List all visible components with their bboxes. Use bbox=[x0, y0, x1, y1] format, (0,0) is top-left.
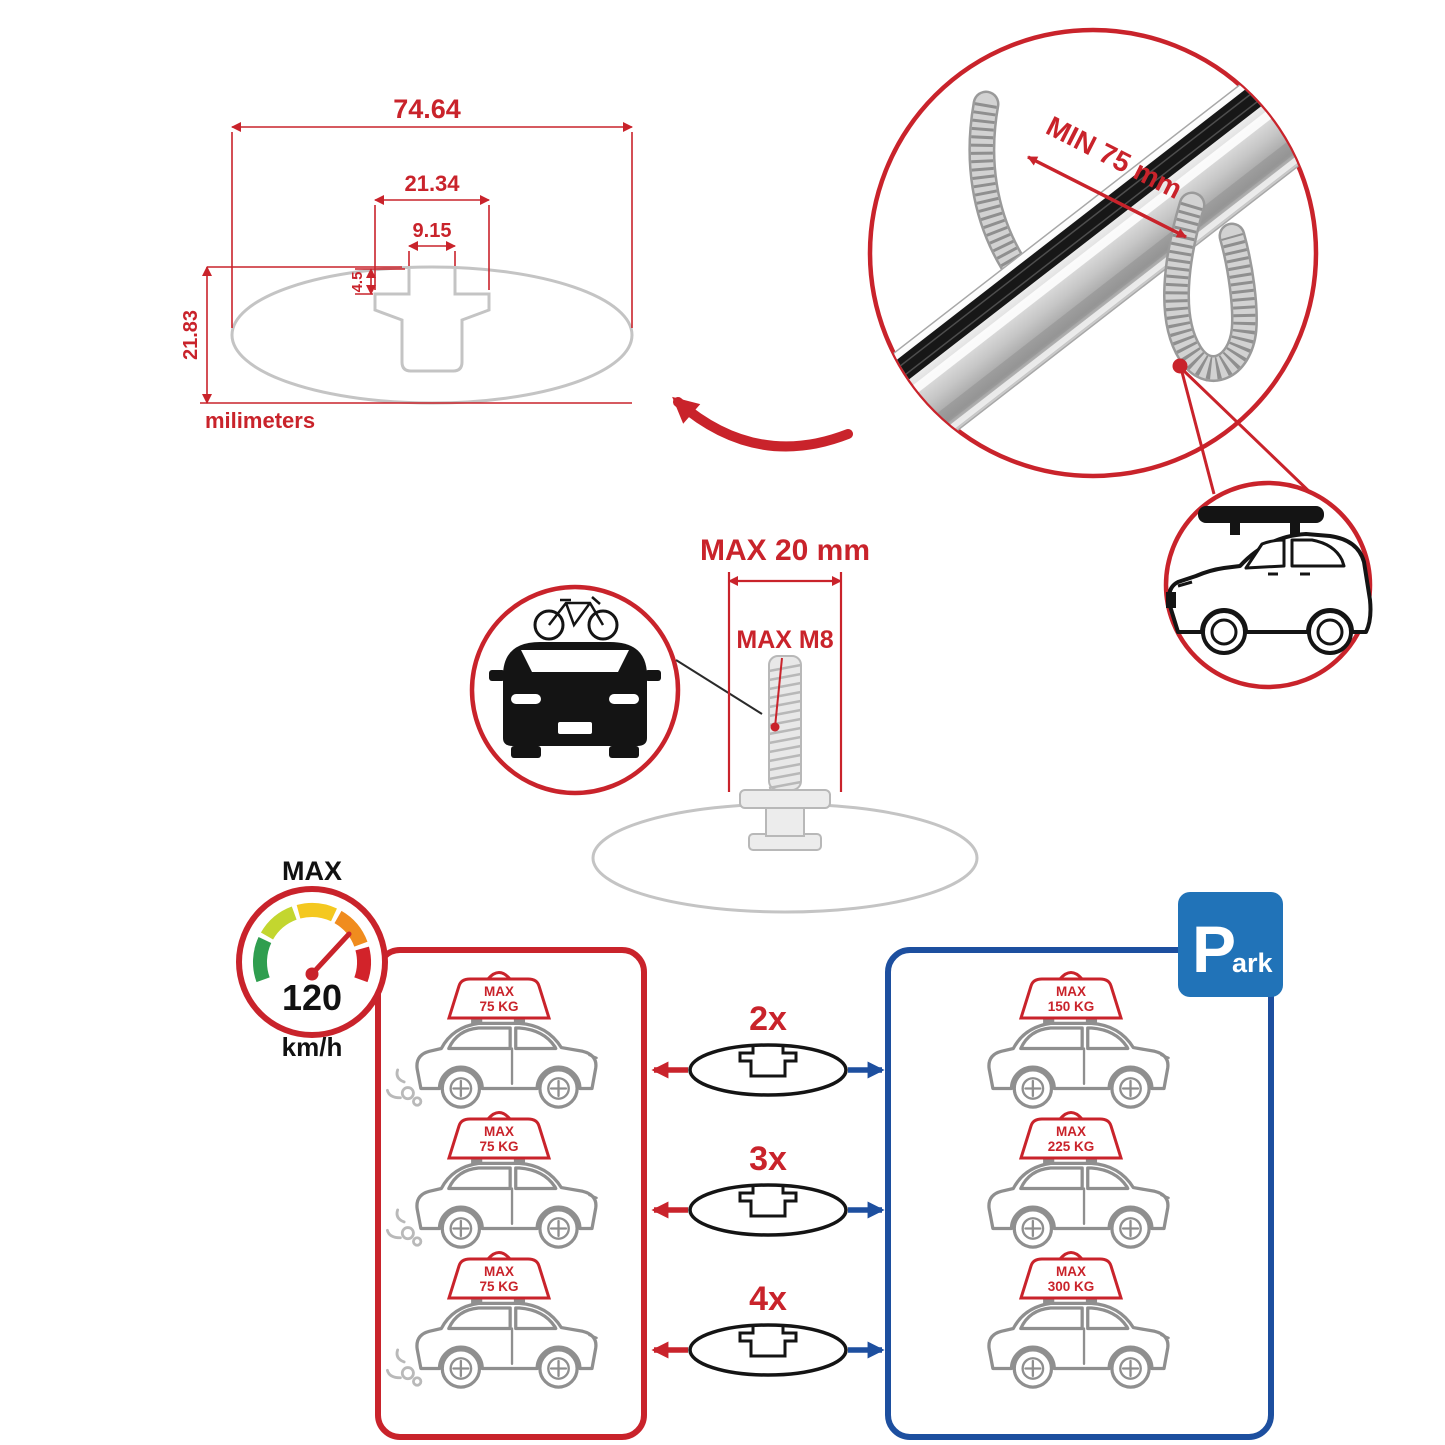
gauge-pivot bbox=[305, 967, 319, 981]
speed-limit-gauge: MAX 120 km/h bbox=[236, 856, 388, 1062]
bag-weight-label: 300 KG bbox=[1048, 1279, 1095, 1294]
aluminum-bar bbox=[870, 30, 1316, 476]
t-bolt-icon bbox=[739, 655, 831, 851]
speed-value: 120 bbox=[282, 977, 342, 1018]
bag-max-label: MAX bbox=[484, 984, 514, 999]
suv-roofbox-icon bbox=[1166, 506, 1373, 655]
bag-weight-label: 75 KG bbox=[479, 1279, 518, 1294]
pointer-arrow-icon bbox=[672, 396, 853, 452]
speed-unit: km/h bbox=[282, 1032, 343, 1062]
bar-profile-slot bbox=[738, 1187, 798, 1218]
park-sign-suffix: ark bbox=[1232, 948, 1274, 978]
park-sign: P ark bbox=[1178, 892, 1283, 997]
bag-weight-label: 150 KG bbox=[1048, 999, 1095, 1014]
car-front-icon bbox=[489, 642, 661, 758]
dim-slot-width: 9.15 bbox=[413, 220, 452, 242]
dim-lip-depth: 4.5 bbox=[349, 272, 366, 293]
multiplier-row-3: 4x bbox=[651, 1280, 885, 1377]
cross-section-diagram: 74.64 21.34 9.15 4.5 21.83 milimeters bbox=[180, 94, 634, 433]
leader-line bbox=[675, 659, 763, 715]
multiplier-label: 2x bbox=[749, 1000, 787, 1038]
u-bolt-right-post-icon bbox=[1163, 191, 1258, 382]
park-sign-letter: P bbox=[1192, 912, 1236, 986]
bag-max-label: MAX bbox=[1056, 984, 1086, 999]
u-bolt-left-post-icon bbox=[968, 90, 1026, 276]
bag-max-label: MAX bbox=[1056, 1124, 1086, 1139]
leader-line bbox=[774, 657, 783, 728]
bolt-spec: MAX 20 mm MAX M8 bbox=[469, 534, 979, 914]
callout-dot bbox=[1172, 358, 1188, 374]
cargo-bag: MAX 150 KG bbox=[1018, 971, 1124, 1020]
max-width-label: MAX 20 mm bbox=[700, 534, 870, 567]
bag-max-label: MAX bbox=[484, 1124, 514, 1139]
suv-roofbox-circle bbox=[1163, 480, 1373, 690]
cargo-bag: MAX 75 KG bbox=[446, 1251, 552, 1300]
multiplier-row-2: 3x bbox=[651, 1140, 885, 1237]
multiplier-label: 4x bbox=[749, 1280, 787, 1318]
bag-weight-label: 225 KG bbox=[1048, 1139, 1095, 1154]
multiplier-label: 3x bbox=[749, 1140, 787, 1178]
max-thread-label: MAX M8 bbox=[736, 626, 833, 654]
bike-icon bbox=[533, 596, 619, 641]
bar-profile-outline bbox=[230, 265, 634, 405]
gauge-needle-icon bbox=[309, 931, 352, 977]
min-clamp-arrow bbox=[1027, 155, 1187, 239]
gauge-arc-icon bbox=[252, 903, 371, 983]
bag-weight-label: 75 KG bbox=[479, 999, 518, 1014]
bag-max-label: MAX bbox=[1056, 1264, 1086, 1279]
cargo-bag: MAX 300 KG bbox=[1018, 1251, 1124, 1300]
callout-line bbox=[1182, 369, 1319, 501]
bike-car-circle bbox=[469, 584, 681, 796]
park-sign-plate bbox=[1178, 892, 1283, 997]
crossbar-detail-circle: MIN 75 mm bbox=[867, 27, 1319, 501]
cargo-bag: MAX 75 KG bbox=[446, 1111, 552, 1160]
cargo-bag: MAX 75 KG bbox=[446, 971, 552, 1020]
bar-profile-slot bbox=[738, 1047, 798, 1078]
load-comparison: MAX 75 KG MAX 75 KG MAX 75 KG MAX 150 KG… bbox=[236, 856, 1283, 1440]
bar-profile-slot bbox=[738, 1327, 798, 1358]
bar-profile-icon bbox=[688, 1183, 848, 1237]
bag-weight-label: 75 KG bbox=[479, 1139, 518, 1154]
speed-max-label: MAX bbox=[282, 856, 342, 886]
bar-profile-icon bbox=[688, 1323, 848, 1377]
bar-profile-slot bbox=[373, 269, 491, 373]
units-label: milimeters bbox=[205, 408, 315, 433]
dim-total-width: 74.64 bbox=[393, 94, 461, 124]
multiplier-row-1: 2x bbox=[651, 1000, 885, 1097]
bar-profile-icon bbox=[688, 1043, 848, 1097]
cargo-bag: MAX 225 KG bbox=[1018, 1111, 1124, 1160]
dim-channel-width: 21.34 bbox=[404, 171, 460, 196]
bag-max-label: MAX bbox=[484, 1264, 514, 1279]
dim-total-height: 21.83 bbox=[180, 310, 202, 360]
callout-line bbox=[1180, 371, 1216, 495]
